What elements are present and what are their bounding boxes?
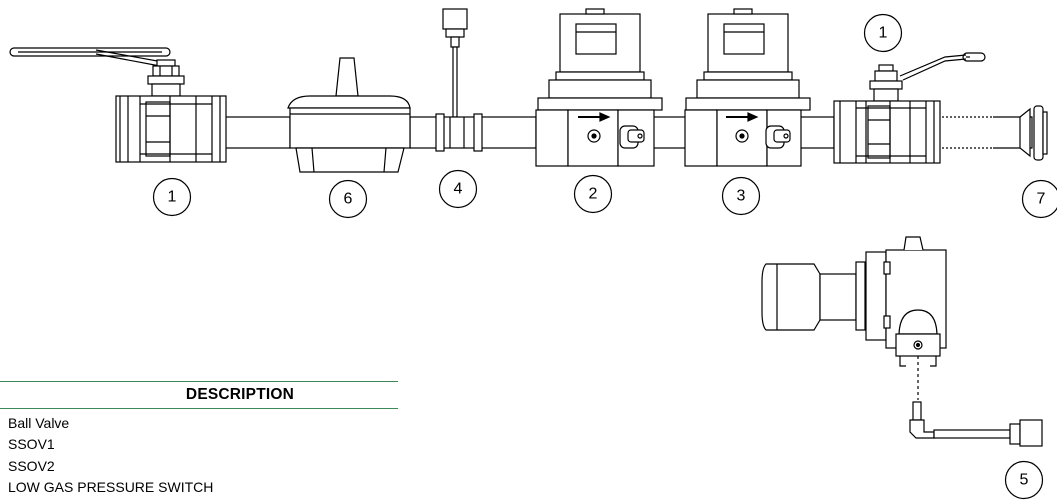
table-header-rule — [0, 408, 398, 409]
svg-text:1: 1 — [168, 189, 177, 206]
ball-valve-left — [9, 47, 227, 163]
svg-text:2: 2 — [589, 186, 598, 203]
callout-1-left: 1 — [152, 177, 192, 217]
svg-text:4: 4 — [454, 181, 463, 198]
callout-4: 4 — [438, 169, 478, 209]
svg-text:3: 3 — [737, 188, 746, 205]
callout-2: 2 — [573, 174, 613, 214]
callout-1-right: 1 — [863, 13, 903, 53]
low-gas-pressure-switch — [761, 236, 1043, 447]
table-row-ssov2: SSOV2 — [8, 457, 55, 474]
flange-fitting — [993, 105, 1048, 161]
main-pipe — [223, 116, 993, 149]
callout-3: 3 — [721, 176, 761, 216]
svg-text:5: 5 — [1020, 472, 1029, 489]
table-top-rule — [0, 381, 398, 382]
description-table: DESCRIPTION Ball Valve SSOV1 SSOV2 LOW G… — [0, 381, 398, 498]
callout-5: 5 — [1004, 460, 1044, 500]
table-header-description: DESCRIPTION — [185, 386, 295, 403]
svg-text:6: 6 — [344, 191, 353, 208]
ssov1-valve — [535, 8, 663, 167]
table-row-ball-valve: Ball Valve — [8, 415, 70, 431]
svg-text:1: 1 — [879, 25, 888, 42]
svg-text:7: 7 — [1037, 191, 1046, 208]
gas-regulator — [287, 57, 411, 173]
table-row-ssov1: SSOV1 — [8, 436, 55, 453]
table-rows: Ball Valve SSOV1 SSOV2 LOW GAS PRESSURE … — [8, 413, 398, 498]
ssov2-valve — [684, 8, 811, 167]
callout-6: 6 — [328, 179, 368, 219]
table-row-low-gas-pressure-switch: LOW GAS PRESSURE SWITCH — [8, 478, 214, 495]
gas-pressure-switch-fitting — [435, 8, 483, 152]
ball-valve-right — [833, 52, 986, 164]
callout-7: 7 — [1021, 179, 1057, 219]
